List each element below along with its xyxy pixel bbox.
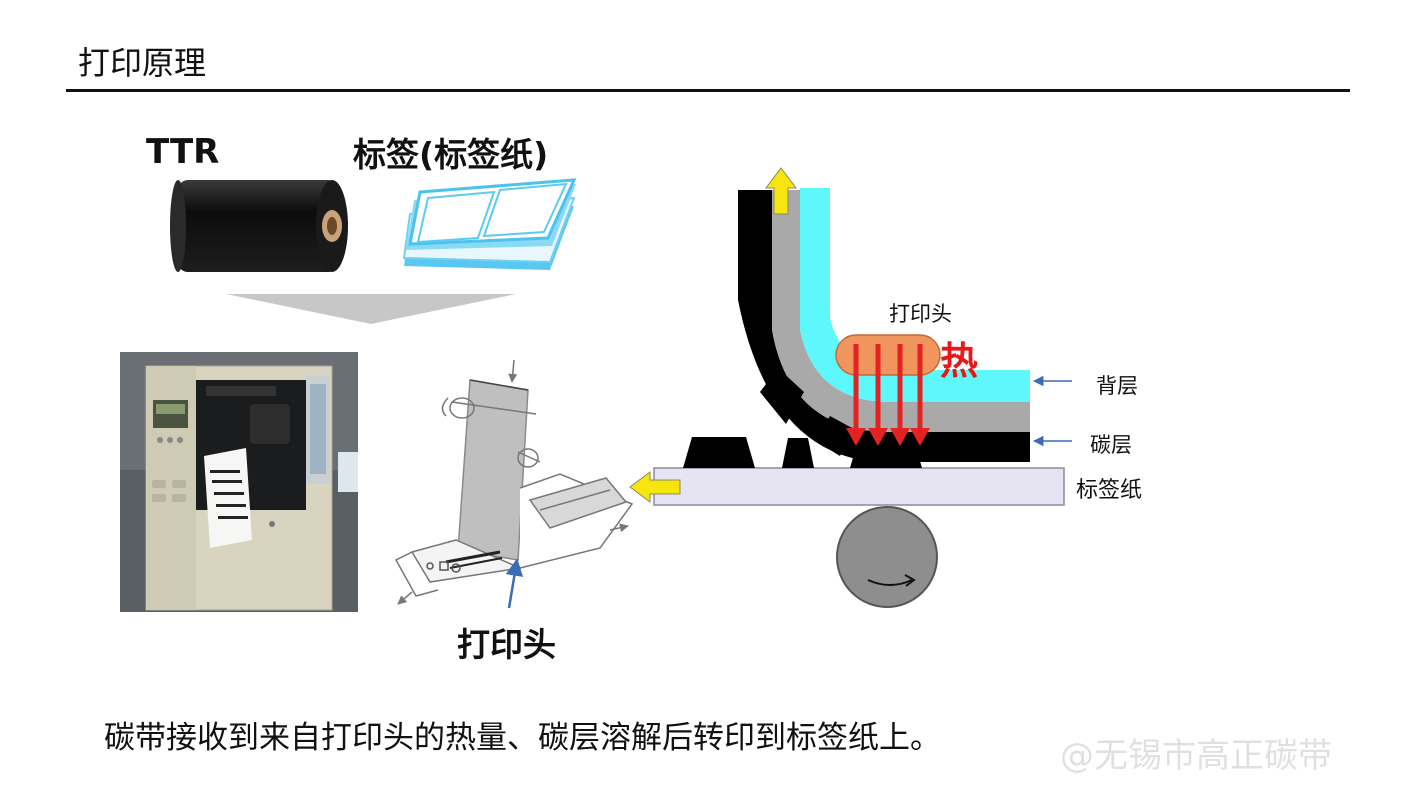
heat-label: 热 <box>940 339 979 383</box>
printhead-label: 打印头 <box>889 302 952 326</box>
label-paper-label: 标签纸 <box>1076 478 1143 503</box>
carbon-flake-2 <box>814 416 852 456</box>
label-stack <box>402 178 577 270</box>
slide-caption: 碳带接收到来自打印头的热量、碳层溶解后转印到标签纸上。 <box>104 720 941 756</box>
ttr-ribbon-roll <box>170 180 348 272</box>
printhead-sketch-label: 打印头 <box>457 625 556 664</box>
title-divider <box>66 89 1350 92</box>
carbon-flake-1 <box>760 368 804 424</box>
merge-triangle <box>226 294 516 324</box>
back-layer <box>800 188 1030 402</box>
printhead-sketch <box>394 359 634 605</box>
printer-photo <box>120 352 358 612</box>
platen-roller <box>836 506 938 608</box>
ttr-label: TTR <box>146 132 220 172</box>
printhead-element <box>835 334 941 376</box>
heat-arrows <box>846 344 930 446</box>
slide-title: 打印原理 <box>78 44 207 82</box>
printhead-pointer-arrow <box>505 558 524 609</box>
back-layer-label: 背层 <box>1096 374 1138 398</box>
carbon-layer-label: 碳层 <box>1090 433 1132 457</box>
paper-left-arrow <box>629 471 681 503</box>
label-paper-layer <box>653 467 1065 506</box>
carbon-layer <box>738 190 1030 463</box>
ribbon-up-arrow <box>765 167 797 215</box>
watermark: @无锡市高正碳带 <box>1060 736 1332 776</box>
label-paper-title: 标签(标签纸) <box>353 135 549 174</box>
transferred-ink-2 <box>782 438 814 468</box>
transferred-ink-1 <box>683 437 755 468</box>
ribbon-base-layer <box>772 190 1030 432</box>
